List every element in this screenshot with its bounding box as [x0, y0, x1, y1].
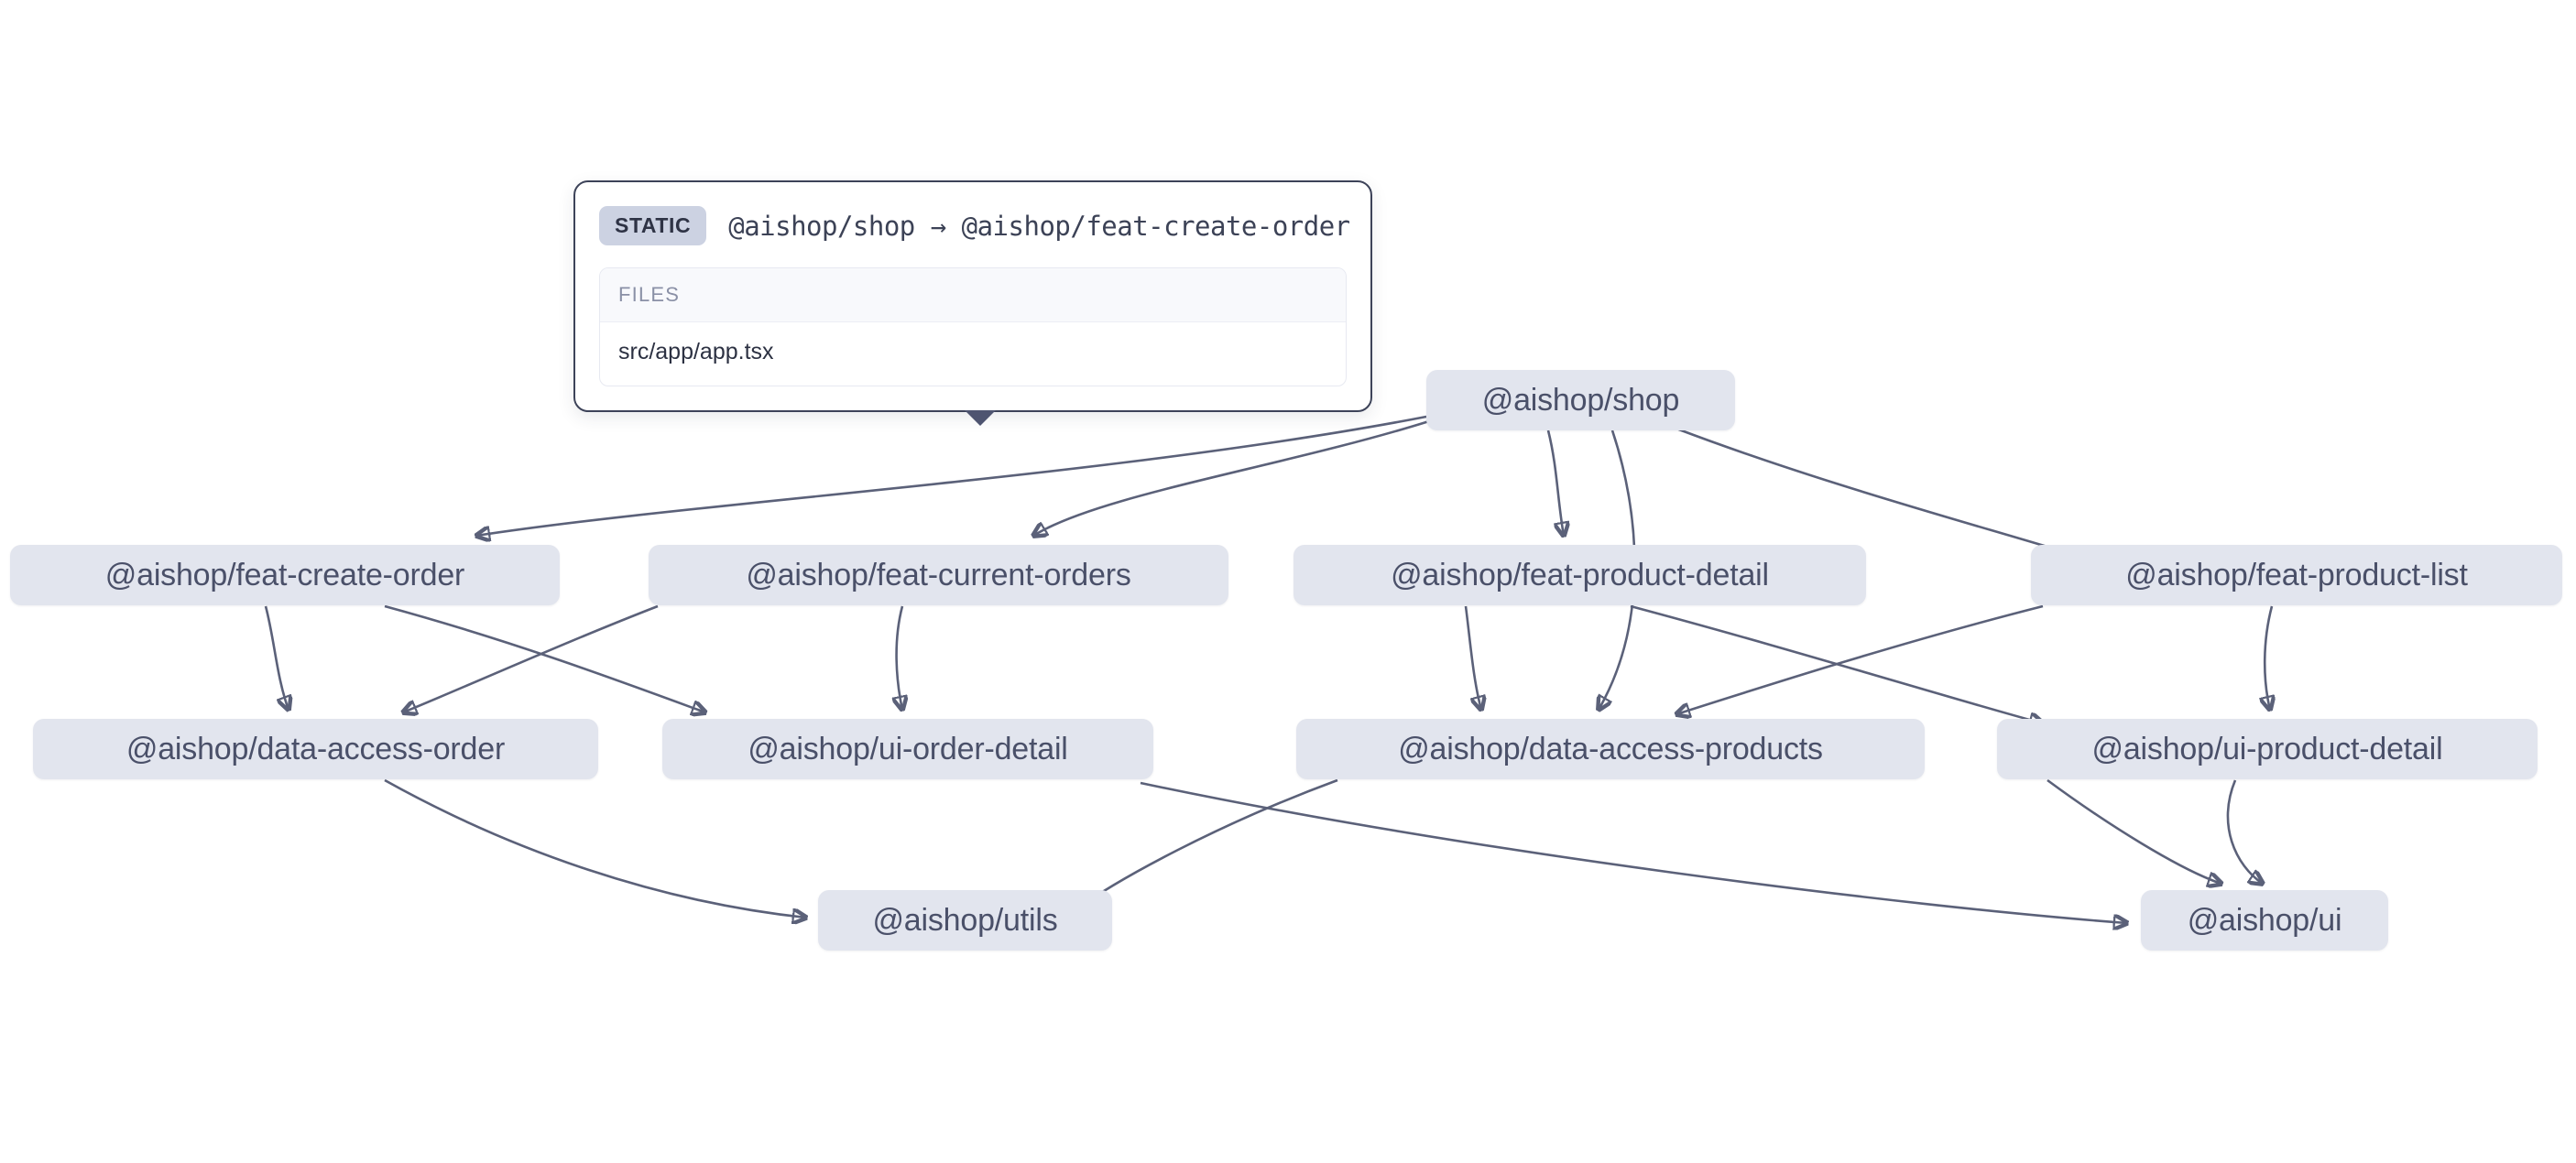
edge-shop-to-feat-create-order	[476, 415, 1427, 536]
edge-feat-create-order-to-ui-order-detail	[384, 604, 705, 712]
edge-ui-product-detail-to-ui-b	[2226, 779, 2263, 884]
graph-node-ui[interactable]: @aishop/ui	[2141, 890, 2388, 951]
edge-feat-product-list-to-data-access-products	[1676, 604, 2044, 714]
graph-node-data-access-order[interactable]: @aishop/data-access-order	[33, 719, 598, 779]
edge-ui-order-detail-to-ui	[1140, 781, 2127, 923]
edge-data-access-order-to-utils	[384, 778, 806, 918]
graph-node-label: @aishop/ui	[2187, 902, 2342, 938]
files-panel-header: FILES	[600, 268, 1346, 322]
edge-data-access-products-to-utils	[1074, 778, 1338, 911]
graph-node-utils[interactable]: @aishop/utils	[818, 890, 1112, 951]
graph-node-shop[interactable]: @aishop/shop	[1426, 370, 1735, 430]
static-badge: STATIC	[599, 206, 707, 245]
edge-feat-product-detail-to-ui-product-detail	[1630, 604, 2043, 723]
graph-node-label: @aishop/utils	[872, 902, 1058, 938]
graph-node-label: @aishop/data-access-order	[126, 731, 506, 766]
tooltip-caret-icon	[965, 410, 996, 426]
files-panel: FILES src/app/app.tsx	[599, 267, 1347, 386]
edge-feat-product-detail-to-data-access-products	[1464, 605, 1481, 710]
graph-node-label: @aishop/feat-create-order	[104, 557, 465, 592]
edge-feat-product-list-to-ui-product-detail	[2265, 605, 2272, 710]
graph-node-label: @aishop/data-access-products	[1398, 731, 1823, 766]
graph-node-feat-current-orders[interactable]: @aishop/feat-current-orders	[649, 545, 1228, 605]
edge-shop-to-feat-product-detail	[1546, 429, 1564, 536]
graph-node-label: @aishop/shop	[1481, 382, 1680, 418]
graph-node-label: @aishop/feat-product-list	[2125, 557, 2468, 592]
graph-node-feat-product-detail[interactable]: @aishop/feat-product-detail	[1293, 545, 1866, 605]
graph-node-label: @aishop/ui-order-detail	[748, 731, 1068, 766]
edge-ui-product-detail-to-ui-a	[2047, 778, 2221, 884]
edge-feat-create-order-to-data-access-order	[264, 605, 289, 710]
tooltip-header: STATIC @aishop/shop → @aishop/feat-creat…	[599, 202, 1350, 256]
graph-node-ui-product-detail[interactable]: @aishop/ui-product-detail	[1997, 719, 2538, 779]
graph-node-feat-product-list[interactable]: @aishop/feat-product-list	[2031, 545, 2562, 605]
edge-feat-current-orders-to-ui-order-detail	[897, 605, 902, 710]
tooltip-title: @aishop/shop → @aishop/feat-create-order	[728, 210, 1350, 242]
file-list-item[interactable]: src/app/app.tsx	[618, 339, 774, 364]
graph-node-label: @aishop/ui-product-detail	[2091, 731, 2443, 766]
edge-detail-tooltip[interactable]: STATIC @aishop/shop → @aishop/feat-creat…	[573, 180, 1372, 426]
graph-node-label: @aishop/feat-product-detail	[1391, 557, 1769, 592]
edge-shop-to-feat-current-orders	[1033, 419, 1430, 536]
graph-node-ui-order-detail[interactable]: @aishop/ui-order-detail	[662, 719, 1153, 779]
edge-feat-current-orders-to-data-access-order	[403, 604, 659, 712]
graph-node-label: @aishop/feat-current-orders	[746, 557, 1131, 592]
graph-node-data-access-products[interactable]: @aishop/data-access-products	[1296, 719, 1925, 779]
graph-node-feat-create-order[interactable]: @aishop/feat-create-order	[10, 545, 560, 605]
